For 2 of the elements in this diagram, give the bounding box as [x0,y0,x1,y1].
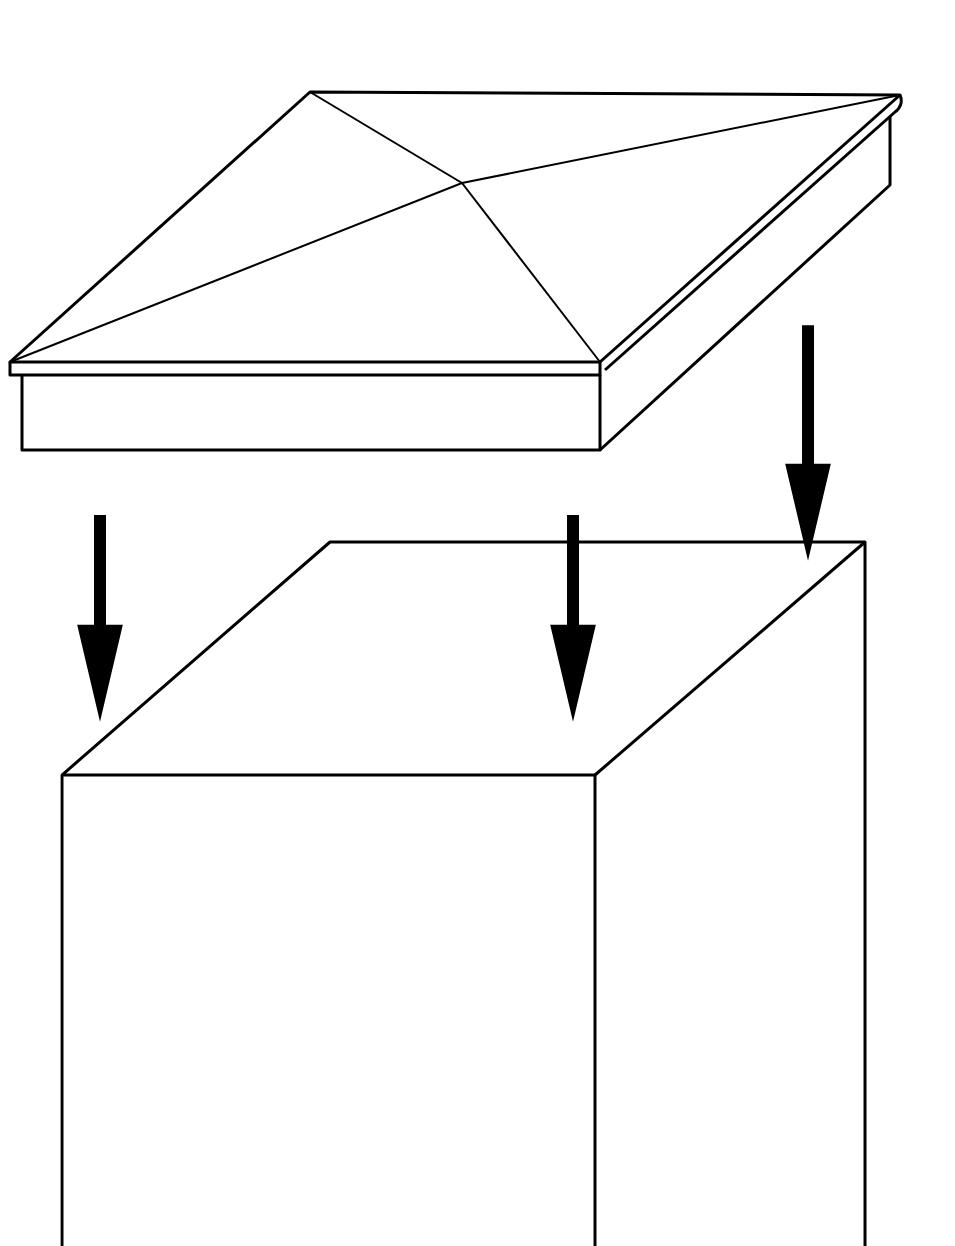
post-drawing [60,540,867,1246]
post-cap-drawing [8,90,903,452]
